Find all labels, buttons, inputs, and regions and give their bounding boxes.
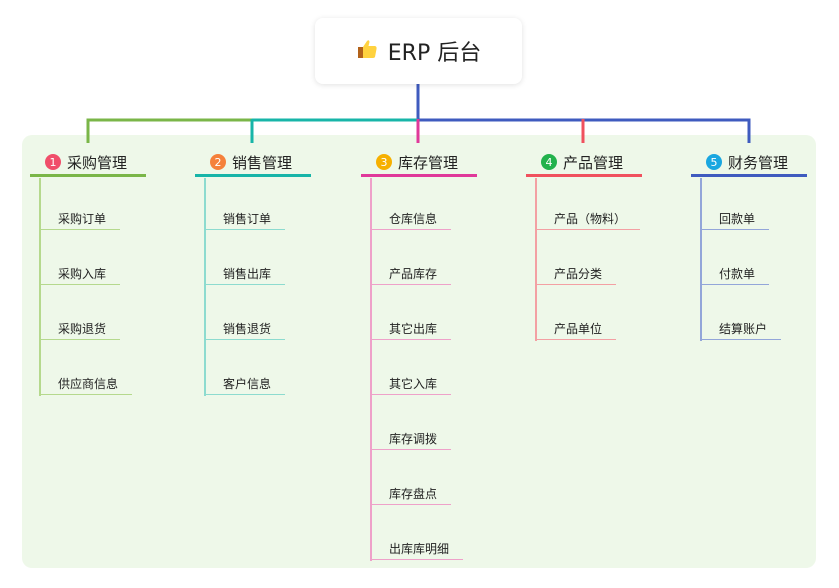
child-item[interactable]: 采购退货 xyxy=(39,319,121,340)
diagram-background xyxy=(22,135,816,568)
root-title: ERP 后台 xyxy=(387,41,482,66)
child-item[interactable]: 出库库明细 xyxy=(370,539,464,560)
root-node[interactable]: ERP 后台 xyxy=(315,18,522,84)
child-connector xyxy=(370,178,372,561)
category-3: 3 库存管理仓库信息产品库存其它出库其它入库库存调拨库存盘点出库库明细 xyxy=(361,150,477,561)
category-header[interactable]: 1 采购管理 xyxy=(30,150,146,177)
child-item[interactable]: 产品分类 xyxy=(535,264,617,285)
child-item[interactable]: 库存调拨 xyxy=(370,429,452,450)
category-label: 采购管理 xyxy=(67,153,128,172)
category-header[interactable]: 3 库存管理 xyxy=(361,150,477,177)
child-item[interactable]: 销售订单 xyxy=(204,209,286,230)
child-item[interactable]: 采购订单 xyxy=(39,209,121,230)
category-2: 2 销售管理销售订单销售出库销售退货客户信息 xyxy=(195,150,311,396)
number-badge-icon: 2 xyxy=(210,154,226,170)
thumbs-up-icon xyxy=(356,38,378,64)
child-item[interactable]: 供应商信息 xyxy=(39,374,133,395)
child-item[interactable]: 客户信息 xyxy=(204,374,286,395)
category-label: 销售管理 xyxy=(232,153,293,172)
child-connector xyxy=(204,178,206,396)
number-badge-icon: 1 xyxy=(45,154,61,170)
category-label: 财务管理 xyxy=(728,153,789,172)
child-connector xyxy=(700,178,702,341)
child-item[interactable]: 产品库存 xyxy=(370,264,452,285)
category-label: 库存管理 xyxy=(398,153,459,172)
child-item[interactable]: 产品单位 xyxy=(535,319,617,340)
number-badge-icon: 5 xyxy=(706,154,722,170)
number-badge-icon: 4 xyxy=(541,154,557,170)
child-item[interactable]: 其它出库 xyxy=(370,319,452,340)
child-item[interactable]: 销售出库 xyxy=(204,264,286,285)
child-item[interactable]: 回款单 xyxy=(700,209,770,230)
child-item[interactable]: 仓库信息 xyxy=(370,209,452,230)
category-5: 5 财务管理回款单付款单结算账户 xyxy=(691,150,807,341)
child-item[interactable]: 产品（物料） xyxy=(535,209,641,230)
child-item[interactable]: 销售退货 xyxy=(204,319,286,340)
child-item[interactable]: 采购入库 xyxy=(39,264,121,285)
child-connector xyxy=(39,178,41,396)
category-4: 4 产品管理产品（物料） 产品分类产品单位 xyxy=(526,150,642,341)
category-label: 产品管理 xyxy=(563,153,624,172)
number-badge-icon: 3 xyxy=(376,154,392,170)
category-header[interactable]: 5 财务管理 xyxy=(691,150,807,177)
child-item[interactable]: 库存盘点 xyxy=(370,484,452,505)
child-item[interactable]: 付款单 xyxy=(700,264,770,285)
child-item[interactable]: 结算账户 xyxy=(700,319,782,340)
category-1: 1 采购管理采购订单采购入库采购退货供应商信息 xyxy=(30,150,146,396)
child-connector xyxy=(535,178,537,341)
child-item[interactable]: 其它入库 xyxy=(370,374,452,395)
category-header[interactable]: 2 销售管理 xyxy=(195,150,311,177)
category-header[interactable]: 4 产品管理 xyxy=(526,150,642,177)
